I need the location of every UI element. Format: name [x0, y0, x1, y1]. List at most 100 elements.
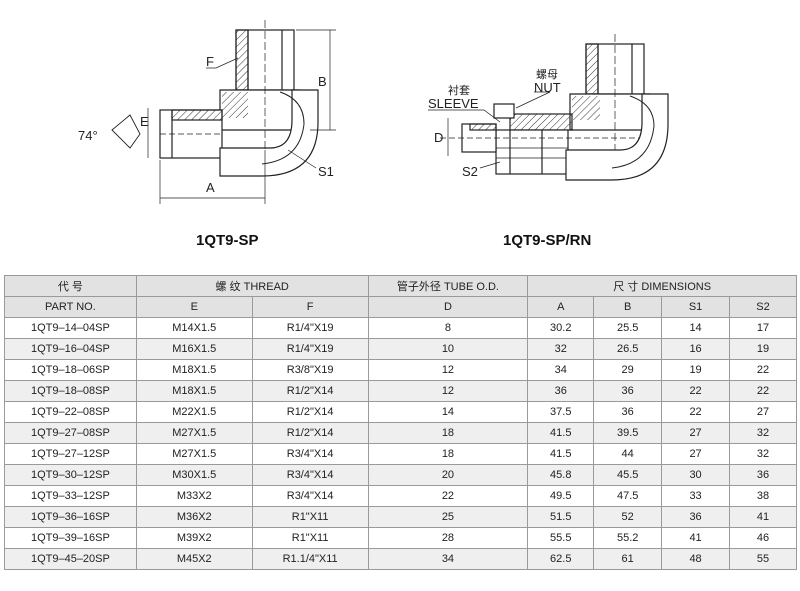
cell-thread-f: R1"X11 [251, 506, 369, 528]
cell-dim-s1: 27 [661, 443, 731, 465]
cell-thread-e: M16X1.5 [135, 338, 253, 360]
label-sleeve: SLEEVE [428, 96, 479, 111]
cell-thread-e: M30X1.5 [135, 464, 253, 486]
header-tube: 管子外径 TUBE O.D. [367, 275, 529, 297]
cell-thread-f: R1/2"X14 [251, 380, 369, 402]
cell-dim-s2: 27 [729, 401, 797, 423]
label-e: E [140, 114, 149, 129]
cell-dim-s1: 22 [661, 401, 731, 423]
cell-dim-b: 39.5 [593, 422, 663, 444]
header-b: B [593, 296, 663, 318]
cell-dim-b: 52 [593, 506, 663, 528]
cell-tube-od: 18 [367, 422, 529, 444]
label-a: A [206, 180, 215, 195]
cell-tube-od: 34 [367, 548, 529, 570]
cell-tube-od: 10 [367, 338, 529, 360]
cell-dim-a: 49.5 [527, 485, 595, 507]
cell-part-no: 1QT9–27–08SP [4, 422, 137, 444]
cell-thread-f: R1/4"X19 [251, 317, 369, 339]
cell-dim-s2: 46 [729, 527, 797, 549]
cell-dim-s1: 48 [661, 548, 731, 570]
cell-dim-a: 51.5 [527, 506, 595, 528]
fitting-drawing-sp-rn [428, 34, 669, 181]
cell-dim-b: 61 [593, 548, 663, 570]
cell-thread-e: M27X1.5 [135, 422, 253, 444]
cell-tube-od: 20 [367, 464, 529, 486]
caption-sp-rn: 1QT9-SP/RN [503, 232, 592, 249]
dimensions-table: 代 号 螺 纹 THREAD 管子外径 TUBE O.D. 尺 寸 DIMENS… [4, 275, 797, 570]
cell-part-no: 1QT9–14–04SP [4, 317, 137, 339]
cell-dim-s1: 41 [661, 527, 731, 549]
cell-dim-s1: 19 [661, 359, 731, 381]
cell-dim-s1: 27 [661, 422, 731, 444]
cell-dim-s1: 30 [661, 464, 731, 486]
cell-dim-s2: 36 [729, 464, 797, 486]
cell-thread-f: R3/4"X14 [251, 464, 369, 486]
label-nut: NUT [534, 80, 561, 95]
label-b: B [318, 74, 327, 89]
cell-dim-a: 45.8 [527, 464, 595, 486]
cell-dim-s1: 14 [661, 317, 731, 339]
cell-dim-a: 62.5 [527, 548, 595, 570]
cell-dim-b: 36 [593, 401, 663, 423]
header-e: E [135, 296, 253, 318]
label-s2: S2 [462, 164, 478, 179]
cell-tube-od: 12 [367, 380, 529, 402]
cell-dim-a: 55.5 [527, 527, 595, 549]
header-part-cn: 代 号 [4, 275, 137, 297]
cell-dim-a: 32 [527, 338, 595, 360]
cell-dim-s1: 33 [661, 485, 731, 507]
caption-sp: 1QT9-SP [196, 232, 259, 249]
cell-dim-s2: 32 [729, 443, 797, 465]
cell-thread-e: M18X1.5 [135, 380, 253, 402]
cell-part-no: 1QT9–18–08SP [4, 380, 137, 402]
cell-thread-f: R1"X11 [251, 527, 369, 549]
cell-thread-f: R3/8"X19 [251, 359, 369, 381]
cell-thread-e: M27X1.5 [135, 443, 253, 465]
cell-tube-od: 22 [367, 485, 529, 507]
cell-dim-b: 29 [593, 359, 663, 381]
label-d: D [434, 130, 443, 145]
cell-dim-b: 55.2 [593, 527, 663, 549]
cell-tube-od: 25 [367, 506, 529, 528]
cell-thread-e: M36X2 [135, 506, 253, 528]
cell-thread-e: M39X2 [135, 527, 253, 549]
cell-dim-s2: 22 [729, 380, 797, 402]
header-thread: 螺 纹 THREAD [135, 275, 369, 297]
cell-thread-f: R3/4"X14 [251, 443, 369, 465]
label-s1: S1 [318, 164, 334, 179]
cell-dim-s1: 16 [661, 338, 731, 360]
cell-part-no: 1QT9–27–12SP [4, 443, 137, 465]
header-f: F [251, 296, 369, 318]
cell-dim-a: 37.5 [527, 401, 595, 423]
cell-dim-a: 30.2 [527, 317, 595, 339]
cell-dim-a: 36 [527, 380, 595, 402]
cell-tube-od: 12 [367, 359, 529, 381]
cell-dim-s2: 38 [729, 485, 797, 507]
cell-dim-s1: 36 [661, 506, 731, 528]
header-d: D [367, 296, 529, 318]
cell-part-no: 1QT9–36–16SP [4, 506, 137, 528]
cell-dim-s2: 17 [729, 317, 797, 339]
label-angle: 74° [78, 128, 98, 143]
cell-tube-od: 18 [367, 443, 529, 465]
cell-dim-a: 41.5 [527, 422, 595, 444]
cell-part-no: 1QT9–18–06SP [4, 359, 137, 381]
cell-part-no: 1QT9–45–20SP [4, 548, 137, 570]
cell-dim-s2: 19 [729, 338, 797, 360]
cell-dim-b: 47.5 [593, 485, 663, 507]
cell-dim-b: 26.5 [593, 338, 663, 360]
cell-thread-e: M45X2 [135, 548, 253, 570]
cell-dim-s2: 22 [729, 359, 797, 381]
cell-thread-e: M14X1.5 [135, 317, 253, 339]
